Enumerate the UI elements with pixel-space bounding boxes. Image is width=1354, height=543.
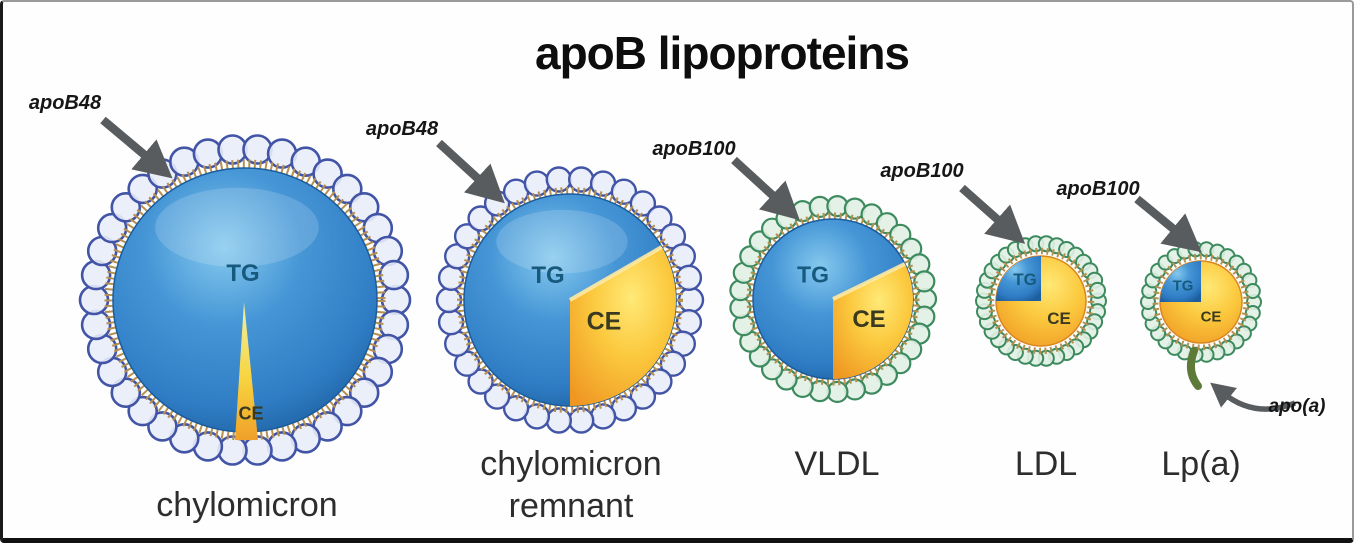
ce-wedge-highlight-edge: [832, 262, 906, 301]
apo-pointer-arrow: [959, 184, 1026, 244]
apo-pointer-arrow: [1134, 195, 1202, 253]
apoa-pointer-arrow: [1210, 382, 1297, 412]
particle-chylomicron: [78, 134, 412, 466]
lipoprotein-diagram-canvas: [78, 116, 1297, 466]
ce-label-lpa: CE: [1200, 308, 1222, 326]
tg-label-chylomicron-remnant: TG: [531, 262, 565, 289]
apoa-label: apo(a): [1268, 396, 1326, 417]
figure-title: apoB lipoproteins: [535, 27, 910, 79]
membrane-ring: [435, 166, 705, 434]
particle-vldl: [729, 195, 938, 403]
phospholipid-ring: [1152, 253, 1250, 351]
ce-label-chylomicron-remnant: CE: [586, 307, 622, 336]
tg-label-ldl: TG: [1013, 270, 1037, 289]
particle-name-lpa: Lp(a): [1161, 445, 1241, 483]
ce-wedge-highlight-edge: [569, 245, 663, 302]
ce-sliver: [235, 302, 258, 440]
apo-label-chylomicron-remnant: apoB48: [365, 118, 439, 140]
particle-chylomicron-remnant: [435, 166, 705, 434]
particle-name-vldl: VLDL: [794, 445, 880, 483]
apo-pointer-arrow: [100, 116, 173, 179]
membrane-ring: [729, 195, 938, 403]
tg-label-lpa: TG: [1172, 277, 1194, 295]
apoa-tail: [1186, 347, 1202, 390]
particle-name-chylomicron-remnant: remnant: [508, 487, 634, 525]
phospholipid-ring: [987, 247, 1095, 355]
core-highlight: [496, 209, 628, 274]
particle-name-chylomicron-remnant: chylomicron: [480, 445, 662, 483]
phospholipid-ring: [746, 212, 920, 386]
tg-quadrant: [996, 256, 1041, 301]
particle-ldl: [975, 235, 1107, 367]
apo-label-lpa: apoB100: [1056, 178, 1140, 200]
apo-label-vldl: apoB100: [652, 138, 736, 160]
phospholipid-ring: [457, 187, 683, 413]
apo-pointer-arrow: [731, 156, 800, 221]
particle-name-chylomicron: chylomicron: [156, 486, 338, 524]
tg-label-vldl: TG: [797, 261, 829, 288]
particle-name-ldl: LDL: [1014, 445, 1078, 483]
apo-label-chylomicron: apoB48: [28, 92, 102, 114]
core-highlight: [155, 187, 319, 267]
ce-wedge: [833, 263, 913, 379]
ce-label-ldl: CE: [1047, 309, 1071, 328]
ce-label-vldl: CE: [852, 306, 886, 333]
apo-label-ldl: apoB100: [880, 160, 964, 182]
apo-pointer-arrow: [436, 139, 505, 204]
ce-label-chylomicron: CE: [238, 403, 264, 424]
tg-quadrant: [1160, 261, 1201, 302]
tg-label-chylomicron: TG: [226, 260, 260, 287]
